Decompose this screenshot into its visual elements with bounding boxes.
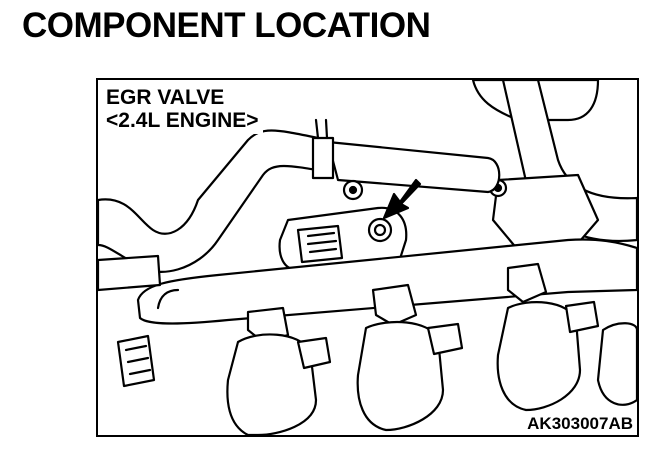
injector-clamp-2	[371, 283, 418, 327]
caption-component-name: EGR VALVE	[106, 86, 225, 109]
egr-connector	[296, 224, 344, 264]
figure-caption: EGR VALVE <2.4L ENGINE>	[104, 86, 263, 134]
injector-clamp-3	[506, 262, 548, 304]
pointer-arrow	[382, 178, 422, 220]
egr-valve-illustration: EGR VALVE <2.4L ENGINE> AK303007AB	[96, 78, 639, 437]
caption-engine-variant: <2.4L ENGINE>	[106, 109, 259, 132]
coil-connector-2	[426, 322, 464, 356]
figure-code: AK303007AB	[525, 414, 635, 434]
page-title: COMPONENT LOCATION	[22, 6, 431, 45]
ignition-coil-1	[226, 333, 318, 435]
ignition-coil-2	[356, 320, 445, 432]
engine-drawing	[98, 80, 637, 435]
coil-connector-1	[296, 336, 332, 370]
fuel-rail	[136, 238, 637, 325]
upper-pipe	[326, 140, 501, 194]
ignition-coil-3	[496, 301, 582, 412]
coil-connector-3	[564, 300, 600, 334]
pipe-clamp	[311, 136, 335, 180]
